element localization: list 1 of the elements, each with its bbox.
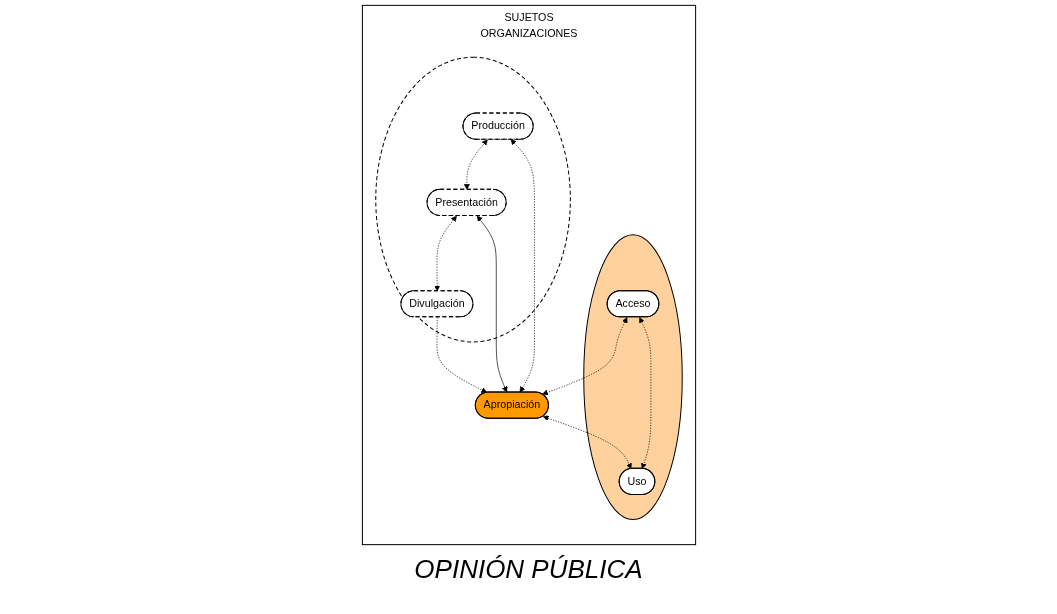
caption: OPINIÓN PÚBLICA [414, 554, 643, 585]
